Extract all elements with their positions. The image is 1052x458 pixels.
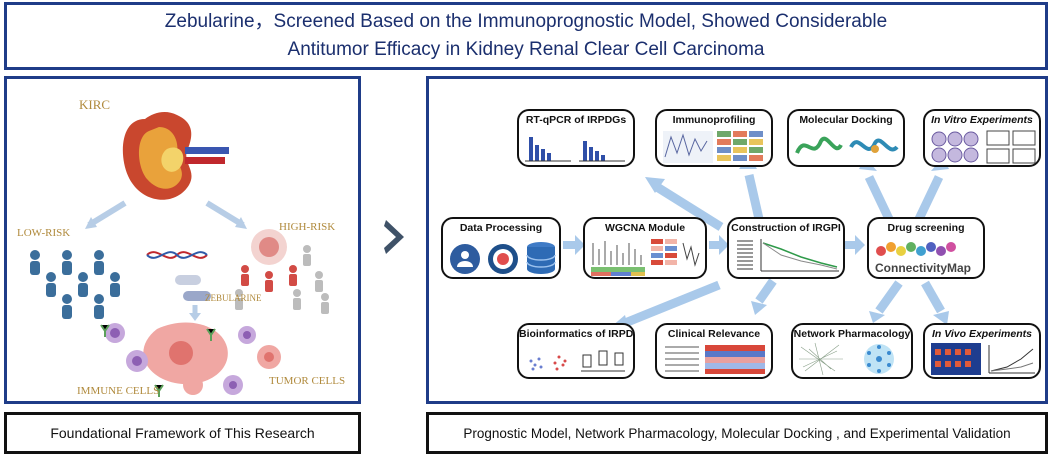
clinical-heatmap-icon: [665, 345, 765, 374]
network-graph-icon: [799, 342, 894, 376]
zebularine-label: ZEBULARINE: [205, 293, 262, 303]
card-wgcna: WGCNA Module: [583, 217, 707, 279]
card-title-immunoprofiling: Immunoprofiling: [672, 114, 756, 126]
title-line-1: Zebularine，Screened Based on the Immunop…: [164, 11, 888, 32]
card-data-processing: Data Processing: [441, 217, 561, 279]
boxplot-thumbnail-icon: [529, 350, 625, 372]
card-bioinformatics: Bioinformatics of IRPDGs: [517, 323, 635, 379]
card-irgpi: Construction of IRGPI: [727, 217, 845, 279]
low-risk-label: LOW-RISK: [17, 227, 71, 239]
left-panel: KIRC LOW-RISK HIGH-RISK ZEBULARINE TUMOR…: [4, 76, 361, 404]
card-title-network-pharmacology: Network Pharmacology: [793, 328, 911, 340]
connectivity-map-dots-icon: [876, 242, 956, 256]
card-network-pharmacology: Network Pharmacology: [791, 323, 913, 379]
card-rt-qpcr: RT-qPCR of IRPDGs: [517, 109, 635, 167]
zebularine-pill-icon: [175, 275, 211, 321]
card-title-molecular-docking: Molecular Docking: [799, 114, 893, 126]
card-title-in-vitro: In Vitro Experiments: [931, 114, 1033, 126]
right-panel: RT-qPCR of IRPDGs Immunoprofiling Molecu…: [426, 76, 1048, 404]
kirc-label: KIRC: [79, 97, 111, 112]
bar-chart-thumbnail-icon: [525, 137, 625, 162]
card-title-wgcna: WGCNA Module: [604, 222, 686, 234]
immune-heatmap-thumbnail-icon: [663, 131, 763, 163]
card-title-drug-screening: Drug screening: [887, 222, 965, 234]
card-title-in-vivo: In Vivo Experiments: [932, 328, 1032, 340]
title-line-2: Antitumor Efficacy in Kidney Renal Clear…: [287, 39, 765, 60]
card-title-clinical-relevance: Clinical Relevance: [667, 328, 761, 340]
dna-icon: [146, 251, 208, 259]
wgcna-dendrogram-icon: [591, 239, 700, 276]
connectivity-map-logo: ConnectivityMap: [875, 261, 972, 275]
tumor-cell-icon: [143, 322, 281, 395]
survival-curve-icon: [737, 239, 839, 272]
chevron-right-icon: [384, 220, 404, 254]
tumor-cells-label: TUMOR CELLS: [269, 375, 346, 387]
card-drug-screening: Drug screening ConnectivityMap: [867, 217, 985, 279]
in-vivo-imaging-icon: [931, 343, 1035, 375]
card-in-vivo: In Vivo Experiments: [923, 323, 1041, 379]
right-caption: Prognostic Model, Network Pharmacology, …: [426, 412, 1048, 454]
card-clinical-relevance: Clinical Relevance: [655, 323, 773, 379]
left-caption: Foundational Framework of This Research: [4, 412, 361, 454]
card-title-data-processing: Data Processing: [459, 222, 543, 234]
card-title-bioinformatics: Bioinformatics of IRPDGs: [519, 328, 635, 340]
high-risk-people: [235, 229, 329, 314]
card-title-irgpi: Construction of IRGPI: [731, 222, 841, 234]
title-box: Zebularine，Screened Based on the Immunop…: [4, 2, 1048, 70]
card-in-vitro: In Vitro Experiments: [923, 109, 1041, 167]
low-risk-people: [30, 250, 120, 319]
card-molecular-docking: Molecular Docking: [787, 109, 905, 167]
card-immunoprofiling: Immunoprofiling: [655, 109, 773, 167]
colony-assay-icon: [931, 130, 1036, 164]
flow-arrows: [563, 155, 949, 331]
kirc-illustration: [30, 112, 329, 397]
card-title-rt-qpcr: RT-qPCR of IRPDGs: [525, 114, 627, 126]
data-processing-icons: [450, 242, 556, 274]
immune-cell-icon: [100, 323, 256, 397]
high-risk-label: HIGH-RISK: [279, 221, 336, 233]
kidney-icon: [122, 112, 229, 200]
immune-cells-label: IMMUNE CELLS: [77, 385, 160, 397]
protein-structure-icon: [795, 136, 899, 154]
database-icon: [526, 242, 556, 274]
